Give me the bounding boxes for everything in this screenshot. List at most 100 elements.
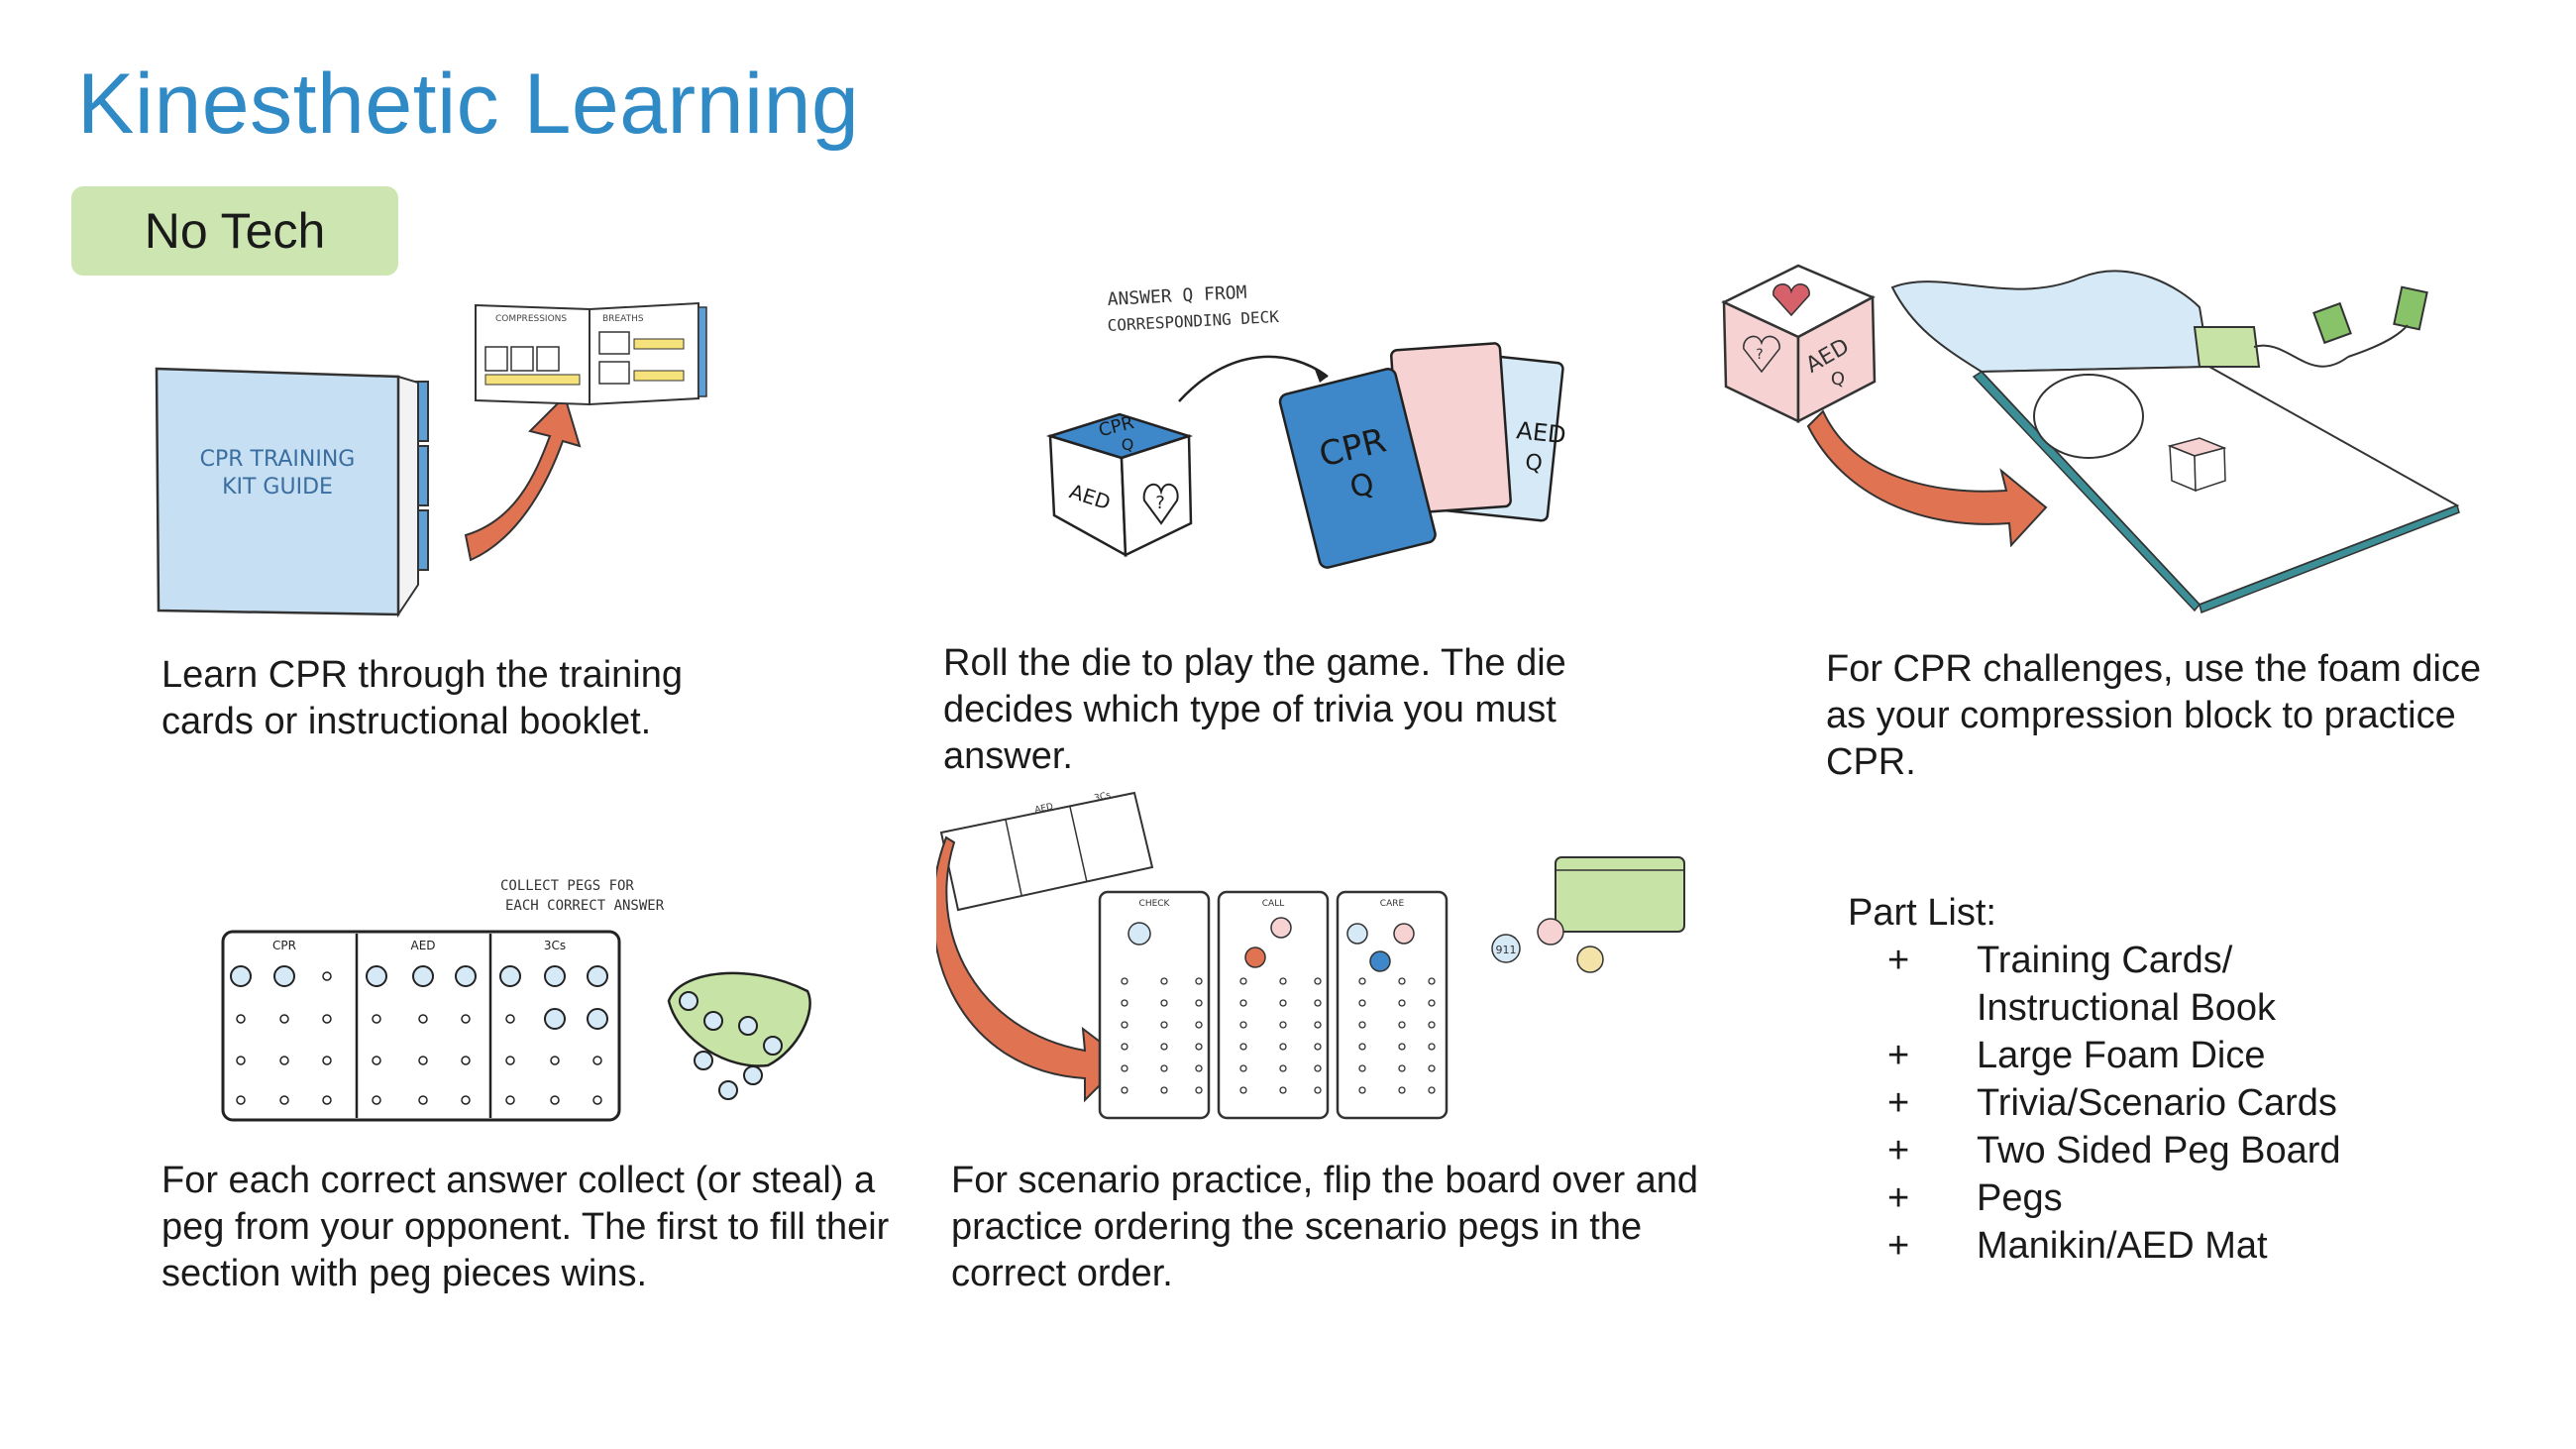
peg-hole [1398,1064,1406,1072]
part-list-item-label: Instructional Book [1977,987,2277,1029]
part-list-item: + Training Cards/ [1848,937,2442,984]
peg-col-cpr: CPR [272,939,296,952]
peg-icon [1244,947,1266,968]
part-list-item-label: Trivia/Scenario Cards [1977,1082,2337,1124]
peg-hole [1239,1021,1247,1029]
peg-hole [1160,977,1168,985]
part-list-item-label: Large Foam Dice [1977,1035,2266,1076]
aed-card-line2: Q [1524,450,1544,477]
flipped-col-aed: AED [1034,802,1055,816]
peg-hole [1239,1043,1247,1051]
scenario-caption: For scenario practice, flip the board ov… [951,1160,1699,1294]
plus-icon: + [1887,1130,1910,1171]
peg-hole [1160,1021,1168,1029]
peg-hole [1195,977,1203,985]
peg-hole [1358,1021,1366,1029]
peg-hole [236,1095,246,1105]
part-list-item: + Manikin/AED Mat [1848,1222,2442,1270]
peg-icon [455,965,477,987]
peg-icon [273,965,295,987]
peg-hole [1314,1021,1322,1029]
peg-hole [1121,1064,1128,1072]
page-heading-right: BREATHS [602,314,644,324]
peg-hole [592,1095,602,1105]
booklet-cover [155,367,400,616]
die-right-label: ? [1155,493,1165,513]
scenario-col-care-label: CARE [1380,899,1405,909]
peg-icon [718,1080,738,1100]
peg-hole [372,1095,381,1105]
peg-hole [461,1056,471,1065]
peg-hole [550,1095,560,1105]
peg-board-illustration: COLLECT PEGS FOR EACH CORRECT ANSWER CPR… [221,878,811,1122]
foam-dice-caption: For CPR challenges, use the foam dice as… [1826,648,2482,783]
peg-hole [1195,1043,1203,1051]
peg-icon [743,1065,763,1085]
peg-hole [1358,1064,1366,1072]
peg-icon [1537,918,1564,946]
peg-hole [322,1056,332,1065]
peg-hole [1195,1086,1203,1094]
scenario-pouch [1555,856,1685,933]
peg-hole [372,1014,381,1024]
part-list-item: + Two Sided Peg Board [1848,1127,2442,1174]
aed-pad [2193,326,2261,368]
peg-hole [1428,999,1436,1007]
plus-icon: + [1887,1225,1910,1267]
peg-icon [679,991,698,1011]
arrow-icon [1806,409,2048,548]
arrow-icon [464,394,582,562]
peg-hole [1428,1043,1436,1051]
peg-hole [461,1014,471,1024]
peg-hole [505,1095,515,1105]
peg-hole [1314,1086,1322,1094]
peg-hole [1279,1064,1287,1072]
peg-icon [1270,917,1292,939]
cpr-card [1278,368,1437,569]
peg-hole [1279,999,1287,1007]
peg-hole [461,1095,471,1105]
peg-hole [1195,1064,1203,1072]
peg-hole [1314,977,1322,985]
foam-die-side-label: ? [1756,347,1763,363]
part-list-item-label: Pegs [1977,1177,2063,1219]
page-title: Kinesthetic Learning [77,56,860,152]
foam-die-face-q: Q [1831,369,1845,390]
part-list-item-continued: Instructional Book [1848,984,2442,1032]
dice-note-line1: ANSWER Q FROM [1107,282,1247,310]
peg-hole [1121,1086,1128,1094]
peg-hole [418,1056,428,1065]
peg-icon [738,1016,758,1036]
peg-911-label: 911 [1496,944,1517,956]
peg-col-aed: AED [410,939,435,952]
foam-dice-illustration: ? AED Q [1721,264,2460,614]
peg-hole [505,1056,515,1065]
book-cover-line1: CPR TRAINING [200,447,356,472]
peg-icon [703,1011,723,1031]
peg-board-caption: For each correct answer collect (or stea… [161,1160,890,1294]
peg-hole [1195,1021,1203,1029]
peg-hole [1314,1064,1322,1072]
peg-icon [544,965,566,987]
curved-arrow-icon [1178,355,1329,402]
scenario-col-call-label: CALL [1262,899,1284,909]
peg-hole [1398,1021,1406,1029]
peg-hole [322,971,332,981]
peg-icon [587,965,608,987]
peg-hole [1160,1086,1168,1094]
dice-note-line2: CORRESPONDING DECK [1107,307,1280,335]
peg-icon [694,1051,713,1070]
peg-hole [418,1014,428,1024]
peg-icon [1576,946,1604,973]
part-list-item-label: Two Sided Peg Board [1977,1130,2341,1171]
die-right-face [1120,434,1193,557]
peg-hole [1279,1086,1287,1094]
peg-hole [279,1095,289,1105]
peg-note-line1: COLLECT PEGS FOR [500,878,634,894]
peg-hole [1428,1086,1436,1094]
peg-hole [1428,977,1436,985]
scenario-column-care [1336,890,1449,1120]
peg-icon [499,965,521,987]
peg-hole [279,1014,289,1024]
peg-hole [550,1056,560,1065]
